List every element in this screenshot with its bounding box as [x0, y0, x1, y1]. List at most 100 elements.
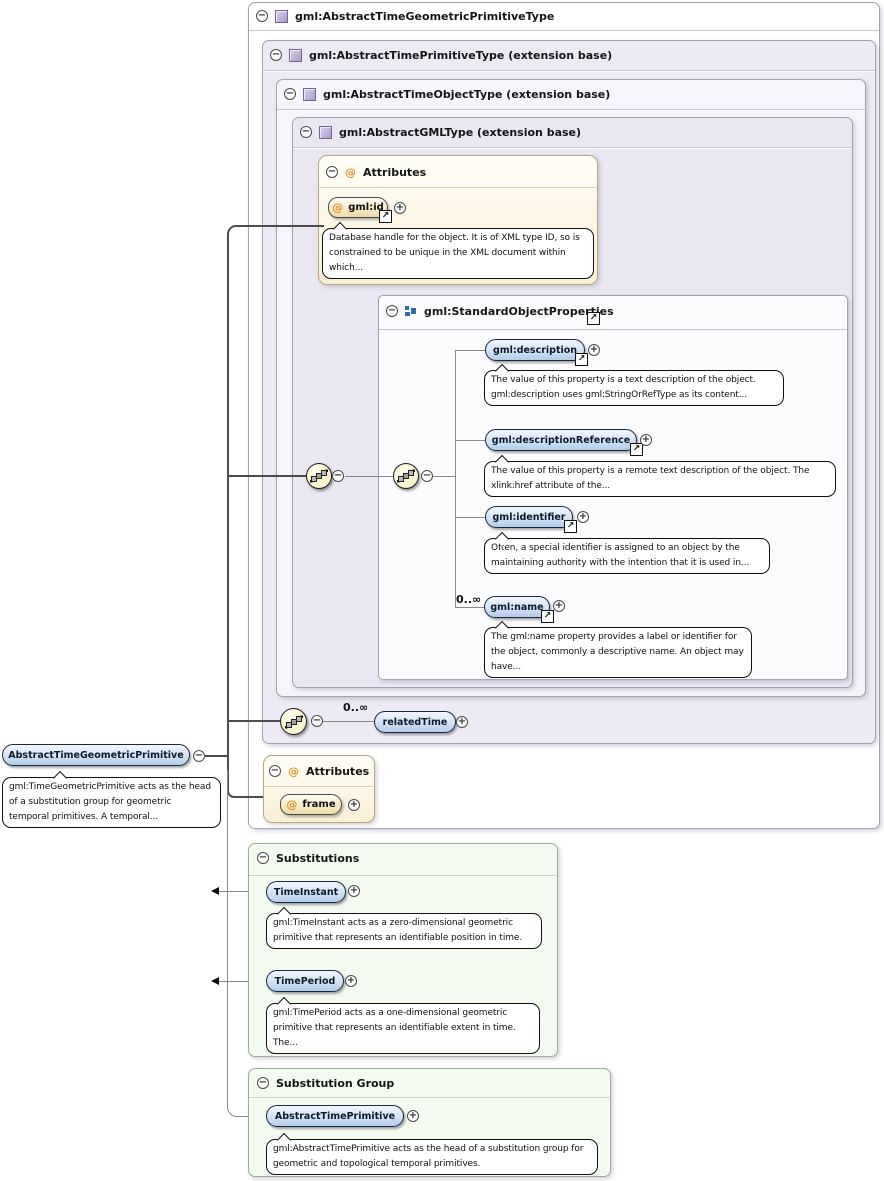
type-box2-title: gml:AbstractTimePrimitiveType (extension… [309, 48, 613, 62]
header-separator [293, 147, 852, 148]
complex-type-icon [319, 125, 332, 139]
connector-branch [228, 720, 281, 722]
connector-line [455, 517, 485, 518]
expand-icon[interactable]: + [456, 716, 468, 728]
element-gml-identifier[interactable]: gml:identifier [485, 506, 573, 528]
attributes-box-header: − @ Attributes [269, 763, 369, 779]
element-abstract-time-primitive[interactable]: AbstractTimePrimitive [266, 1105, 404, 1127]
connector-trunk [227, 225, 324, 758]
sequence-compositor-icon[interactable] [280, 708, 307, 735]
attribute-gml-id[interactable]: @ gml:id [328, 197, 388, 218]
link-arrow-icon[interactable]: ↗ [379, 210, 392, 223]
attribute-frame[interactable]: @ frame [280, 794, 342, 815]
attribute-name: frame [302, 799, 336, 810]
substitution-arrow-icon [211, 977, 219, 985]
substitutions-title: Substitutions [276, 851, 360, 865]
collapse-icon[interactable]: − [269, 765, 281, 777]
link-arrow-icon[interactable]: ↗ [564, 520, 577, 533]
annotation-root-element: gml:TimeGeometricPrimitive acts as the h… [2, 777, 221, 828]
connector-line [455, 350, 485, 351]
element-time-period[interactable]: TimePeriod [266, 970, 344, 992]
collapse-icon[interactable]: − [326, 166, 338, 178]
sop-title: gml:StandardObjectProperties [424, 304, 614, 318]
collapse-icon[interactable]: − [386, 305, 398, 317]
connector-line [455, 607, 485, 608]
header-separator [249, 30, 879, 31]
collapse-icon[interactable]: − [300, 126, 312, 138]
collapse-icon[interactable]: − [421, 470, 433, 482]
collapse-icon[interactable]: − [193, 750, 205, 762]
attribute-name: gml:id [348, 202, 384, 213]
expand-icon[interactable]: + [345, 975, 357, 987]
link-arrow-icon[interactable]: ↗ [630, 443, 643, 456]
collapse-icon[interactable]: − [311, 715, 323, 727]
header-separator [264, 786, 374, 787]
type-box4-header: − gml:AbstractGMLType (extension base) [300, 124, 581, 140]
expand-icon[interactable]: + [394, 202, 406, 214]
attribute-icon: @ [332, 201, 344, 214]
link-arrow-icon[interactable]: ↗ [587, 312, 600, 325]
expand-icon[interactable]: + [407, 1110, 419, 1122]
expand-icon[interactable]: + [588, 344, 600, 356]
element-related-time[interactable]: relatedTime [374, 711, 456, 733]
sop-header: − gml:StandardObjectProperties [386, 303, 614, 319]
complex-type-icon [289, 48, 302, 62]
connector-branch [205, 755, 227, 757]
connector-line [345, 476, 393, 477]
annotation-gml-identifier: Often, a special identifier is assigned … [484, 538, 770, 574]
substitutions-header: − Substitutions [257, 850, 359, 866]
attribute-icon: @ [288, 764, 299, 778]
collapse-icon[interactable]: − [270, 49, 282, 61]
annotation-gml-name: The gml:name property provides a label o… [484, 627, 752, 678]
collapse-icon[interactable]: − [284, 88, 296, 100]
element-abstract-time-geometric-primitive[interactable]: AbstractTimeGeometricPrimitive [2, 744, 190, 766]
header-separator [249, 875, 557, 876]
connector-line [323, 721, 374, 722]
connector-line [433, 476, 455, 477]
annotation-gml-description: The value of this property is a text des… [484, 370, 784, 406]
element-gml-name[interactable]: gml:name [484, 596, 550, 618]
attribute-icon: @ [286, 798, 298, 811]
sequence-compositor-icon[interactable] [393, 463, 419, 489]
collapse-icon[interactable]: − [257, 852, 269, 864]
annotation-time-period: gml:TimePeriod acts as a one-dimensional… [266, 1003, 540, 1054]
substitution-group-header: − Substitution Group [257, 1075, 394, 1091]
substitution-line [219, 981, 266, 982]
model-group-icon [405, 305, 417, 317]
collapse-icon[interactable]: − [256, 10, 268, 22]
element-gml-description[interactable]: gml:description [485, 339, 585, 361]
header-separator [319, 187, 597, 188]
connector-line [455, 350, 456, 607]
type-box1-header: − gml:AbstractTimeGeometricPrimitiveType [256, 8, 554, 24]
sequence-glyph [284, 715, 303, 728]
annotation-gml-id: Database handle for the object. It is of… [322, 228, 594, 279]
cardinality-label: 0..∞ [343, 701, 369, 714]
expand-icon[interactable]: + [348, 799, 360, 811]
annotation-abstract-time-primitive: gml:AbstractTimePrimitive acts as the he… [266, 1139, 598, 1175]
type-box1-title: gml:AbstractTimeGeometricPrimitiveType [295, 9, 555, 23]
type-box2-header: − gml:AbstractTimePrimitiveType (extensi… [270, 47, 612, 63]
connector-branch [228, 475, 306, 477]
collapse-icon[interactable]: − [257, 1077, 269, 1089]
collapse-icon[interactable]: − [332, 470, 344, 482]
complex-type-icon [275, 9, 288, 23]
sequence-compositor-icon[interactable] [306, 463, 332, 489]
element-gml-description-reference[interactable]: gml:descriptionReference [485, 429, 637, 451]
expand-icon[interactable]: + [577, 511, 589, 523]
attribute-icon: @ [345, 165, 356, 179]
substitution-group-title: Substitution Group [276, 1076, 395, 1090]
expand-icon[interactable]: + [348, 885, 360, 897]
link-arrow-icon[interactable]: ↗ [541, 610, 554, 623]
header-separator [277, 109, 865, 110]
header-separator [249, 1097, 610, 1098]
substitution-line [219, 891, 266, 892]
expand-icon[interactable]: + [640, 434, 652, 446]
element-time-instant[interactable]: TimeInstant [266, 881, 346, 903]
annotation-gml-description-reference: The value of this property is a remote t… [484, 461, 836, 497]
link-arrow-icon[interactable]: ↗ [575, 353, 588, 366]
expand-icon[interactable]: + [553, 600, 565, 612]
type-box4-title: gml:AbstractGMLType (extension base) [339, 125, 582, 139]
cardinality-label: 0..∞ [456, 593, 482, 606]
sequence-glyph [310, 469, 328, 483]
